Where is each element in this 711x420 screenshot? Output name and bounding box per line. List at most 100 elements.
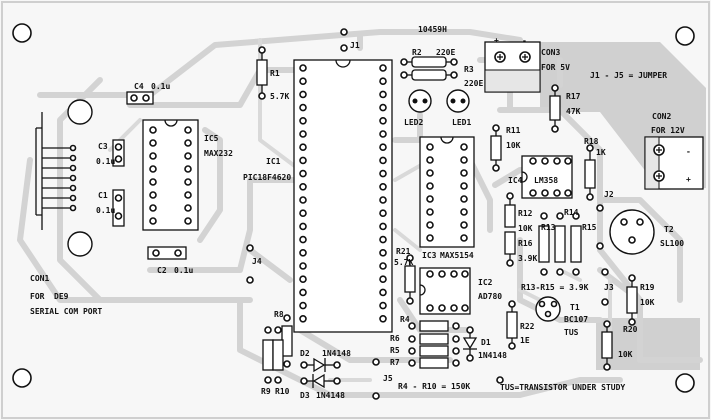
d1-ref-label: D1 (481, 338, 491, 347)
ic1-pin-pad (299, 117, 307, 125)
r18-ref-label: R18 (584, 137, 599, 146)
r20-resistor (601, 320, 613, 371)
con2-note-label: FOR 12V (651, 126, 685, 135)
r4-r10-note-label: R4 - R10 = 150K (398, 382, 470, 391)
ic1-pin-pad (379, 196, 387, 204)
r1-value-label: 5.7K (270, 92, 289, 101)
c1-ref-label: C1 (98, 191, 108, 200)
ic1-pin-pad (299, 275, 307, 284)
ic1-pin-pad (299, 156, 307, 165)
ic1-pin-pad (379, 64, 387, 72)
r22-ref-label: R22 (520, 322, 535, 331)
d3-diode (300, 373, 341, 389)
ic1-pin-pad (379, 275, 387, 284)
d2-part-label: 1N4148 (322, 349, 351, 358)
ic1-pin-pad (379, 143, 387, 151)
r5-resistor (408, 345, 460, 357)
c2-ref-label: C2 (157, 266, 167, 275)
ic2-ref-label: IC2 (478, 278, 493, 287)
ic1-pin-pad (299, 183, 307, 191)
r19-value-label: 10K (640, 298, 655, 307)
led2-label: LED2 (404, 118, 423, 127)
j1-label: J1 (350, 41, 360, 50)
led1-led (446, 89, 470, 113)
r13-resistor (538, 212, 550, 276)
ic2-part-label: AD780 (478, 292, 502, 301)
d2-diode (300, 357, 341, 373)
c2-capacitor (147, 246, 187, 260)
c4-value-label: 0.1u (151, 82, 170, 91)
r10-ref-label: R10 (275, 387, 290, 396)
con3-5v-connector (484, 41, 541, 93)
ic5-part-label: MAX232 (204, 149, 233, 158)
ic1-pin-pad (379, 90, 387, 99)
r3-value-label: 220E (464, 79, 483, 88)
c1-capacitor (112, 189, 125, 227)
r8-ref-label: R8 (274, 310, 284, 319)
r3-ref-label: R3 (464, 65, 474, 74)
board-id-label: 10459H (418, 25, 447, 34)
r20-value-label: 10K (618, 350, 633, 359)
ic1-pin-pad (379, 288, 387, 297)
ic1-pin-pad (299, 64, 307, 72)
led2-led (408, 89, 432, 113)
r18-value-label: 1K (596, 148, 606, 157)
r12-value-label: 10K (518, 224, 533, 233)
r19-resistor (626, 274, 638, 326)
r6-resistor (408, 333, 460, 345)
r1-ref-label: R1 (270, 69, 280, 78)
c3-ref-label: C3 (98, 142, 108, 151)
ic1-pin-pad (299, 77, 307, 85)
ic1-pin-pad (299, 235, 307, 244)
r11-resistor (490, 124, 502, 172)
con1-de9-connector (35, 99, 93, 257)
r17-ref-label: R17 (566, 92, 581, 101)
r21-ref-label: R21 (396, 247, 411, 256)
d3-part-label: 1N4148 (316, 391, 345, 400)
ic1-pin-pad (299, 262, 307, 270)
con1-line3-label: SERIAL COM PORT (30, 307, 102, 316)
ic1-pin-pad (299, 222, 307, 231)
ic1-pin-pad (379, 156, 387, 165)
r5-ref-label: R5 (390, 346, 400, 355)
ic1-pin-pad (299, 196, 307, 204)
con2-ref-label: CON2 (652, 112, 671, 121)
ic1-ref-label: IC1 (266, 157, 281, 166)
mounting-holes (12, 23, 695, 393)
ic1-pin-pad (299, 90, 307, 99)
r11-value-label: 10K (506, 141, 521, 150)
r16-ref-label: R16 (518, 239, 533, 248)
ic1-pin-pad (379, 314, 387, 323)
r13-r15-note-label: R13-R15 = 3.9K (521, 283, 589, 292)
r2-value-label: 220E (436, 48, 455, 57)
r15-ref-label: R15 (582, 223, 597, 232)
r14-ref-label: R14 (564, 208, 579, 217)
ic5-ref-label: IC5 (204, 134, 219, 143)
ic1-pin-pad (299, 169, 307, 178)
ic1-pin-pad (379, 130, 387, 138)
ic1-pin-pad (379, 77, 387, 85)
c1-value-label: 0.1u (96, 206, 115, 215)
ic4-ref-label: IC4 (508, 176, 523, 185)
r12-ref-label: R12 (518, 209, 533, 218)
con3-minus-label: - (522, 36, 527, 45)
led1-label: LED1 (452, 118, 471, 127)
ic4-part-label: LM358 (534, 176, 558, 185)
r7-resistor (408, 357, 460, 369)
t1-part-label: BC107 (564, 315, 588, 324)
r12-resistor (504, 192, 516, 228)
r3-resistor (400, 69, 458, 81)
j4-label: J4 (252, 257, 262, 266)
c2-value-label: 0.1u (174, 266, 193, 275)
ic1-part-label: PIC18F4620 (243, 173, 291, 182)
c3-value-label: 0.1u (96, 157, 115, 166)
d2-ref-label: D2 (300, 349, 310, 358)
d1-diode (462, 326, 478, 362)
r4-resistor (408, 320, 460, 332)
con1-line1-label: FOR (30, 292, 45, 301)
j3-label: J3 (604, 283, 614, 292)
ic1-pin-pad (379, 169, 387, 178)
r21-value-label: 5.7K (394, 258, 413, 267)
